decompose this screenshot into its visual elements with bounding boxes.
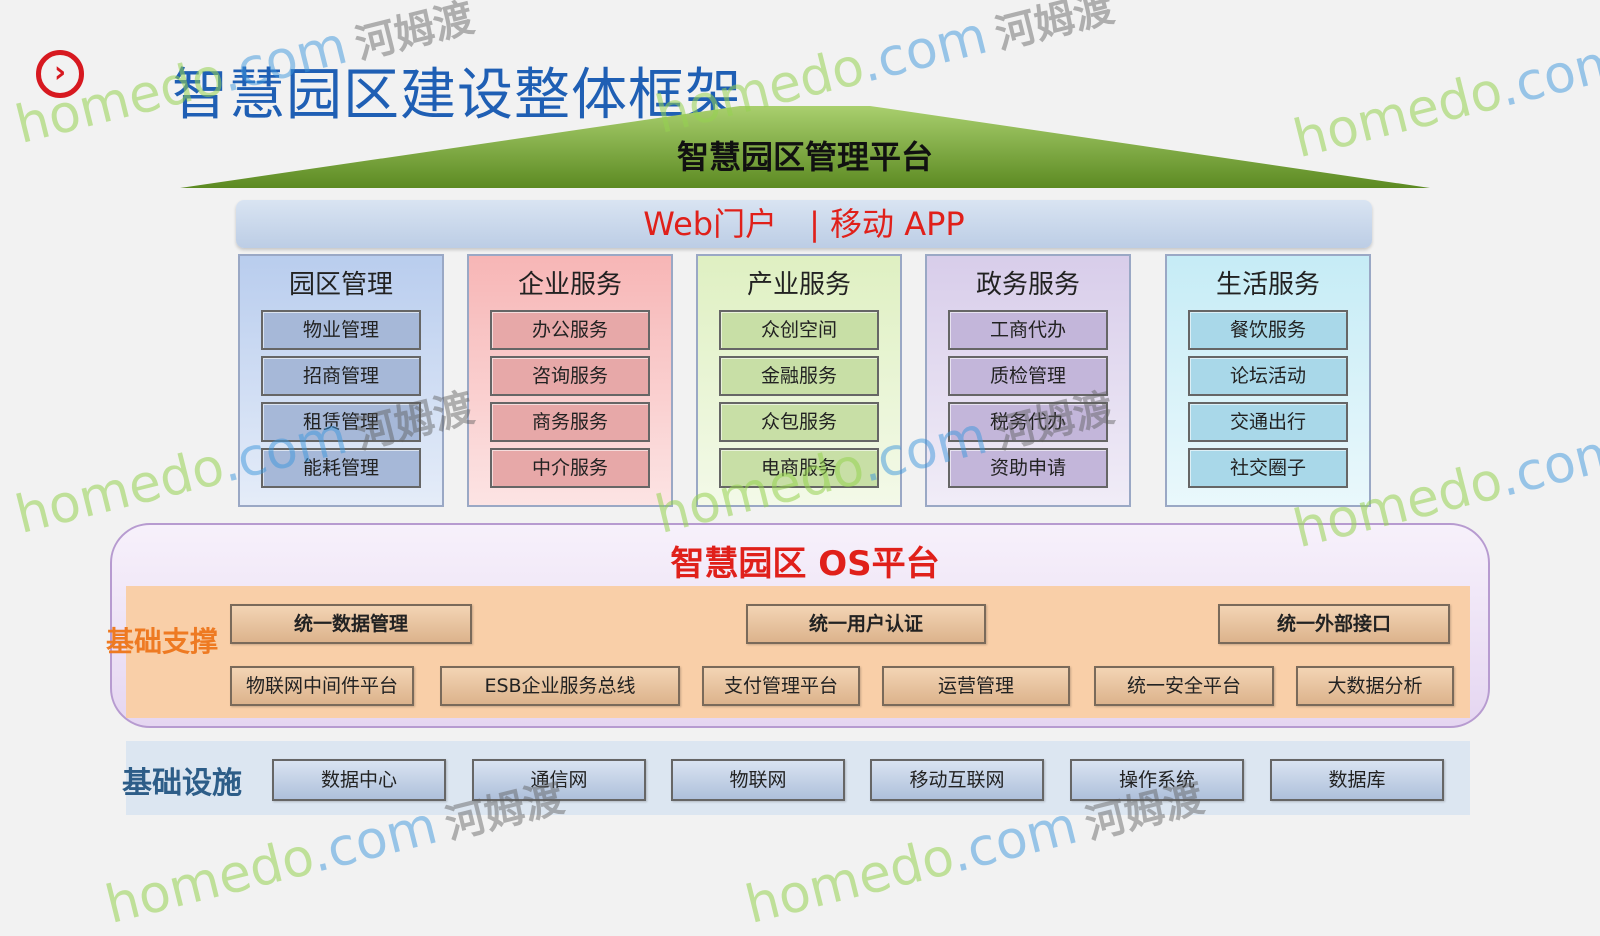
column-life-service: 生活服务 餐饮服务 论坛活动 交通出行 社交圈子 bbox=[1165, 254, 1371, 507]
column-park-management: 园区管理 物业管理 招商管理 租赁管理 能耗管理 bbox=[238, 254, 444, 507]
chevron-right-icon: › bbox=[36, 50, 84, 98]
infra-box: 数据库 bbox=[1270, 759, 1444, 801]
page-title: 智慧园区建设整体框架 bbox=[172, 63, 742, 128]
column-title: 园区管理 bbox=[288, 270, 393, 300]
service-item: 交通出行 bbox=[1188, 402, 1348, 442]
service-item: 咨询服务 bbox=[490, 356, 650, 396]
platform-title: 智慧园区管理平台 bbox=[676, 138, 933, 176]
platform-roof bbox=[180, 106, 1430, 188]
base-support-label: 基础支撑 bbox=[106, 625, 219, 658]
column-title: 产业服务 bbox=[746, 270, 851, 300]
service-item: 众创空间 bbox=[719, 310, 879, 350]
service-item: 物业管理 bbox=[261, 310, 421, 350]
infra-box: 数据中心 bbox=[272, 759, 446, 801]
base-box: 运营管理 bbox=[882, 666, 1070, 706]
service-item: 众包服务 bbox=[719, 402, 879, 442]
portal-bar: Web门户 | 移动 APP bbox=[236, 200, 1372, 248]
service-item: 社交圈子 bbox=[1188, 448, 1348, 488]
service-item: 办公服务 bbox=[490, 310, 650, 350]
base-box: ESB企业服务总线 bbox=[440, 666, 680, 706]
service-item: 中介服务 bbox=[490, 448, 650, 488]
service-item: 电商服务 bbox=[719, 448, 879, 488]
column-government-service: 政务服务 工商代办 质检管理 税务代办 资助申请 bbox=[925, 254, 1131, 507]
column-title: 企业服务 bbox=[517, 270, 622, 300]
column-enterprise-service: 企业服务 办公服务 咨询服务 商务服务 中介服务 bbox=[467, 254, 673, 507]
service-item: 工商代办 bbox=[948, 310, 1108, 350]
base-box-external-interface: 统一外部接口 bbox=[1218, 604, 1450, 644]
service-item: 能耗管理 bbox=[261, 448, 421, 488]
service-item: 资助申请 bbox=[948, 448, 1108, 488]
base-box-data-management: 统一数据管理 bbox=[230, 604, 472, 644]
column-title: 生活服务 bbox=[1215, 270, 1320, 300]
base-box: 统一安全平台 bbox=[1094, 666, 1274, 706]
infra-box: 通信网 bbox=[472, 759, 646, 801]
service-item: 餐饮服务 bbox=[1188, 310, 1348, 350]
infra-box: 移动互联网 bbox=[870, 759, 1044, 801]
infrastructure-label: 基础设施 bbox=[122, 766, 242, 801]
service-item: 商务服务 bbox=[490, 402, 650, 442]
service-item: 金融服务 bbox=[719, 356, 879, 396]
os-platform-title: 智慧园区 OS平台 bbox=[670, 544, 940, 584]
column-industry-service: 产业服务 众创空间 金融服务 众包服务 电商服务 bbox=[696, 254, 902, 507]
service-item: 税务代办 bbox=[948, 402, 1108, 442]
base-box-user-auth: 统一用户认证 bbox=[746, 604, 986, 644]
service-item: 招商管理 bbox=[261, 356, 421, 396]
base-box: 大数据分析 bbox=[1296, 666, 1454, 706]
infra-box: 操作系统 bbox=[1070, 759, 1244, 801]
column-title: 政务服务 bbox=[975, 270, 1080, 300]
infra-box: 物联网 bbox=[671, 759, 845, 801]
service-item: 质检管理 bbox=[948, 356, 1108, 396]
service-item: 论坛活动 bbox=[1188, 356, 1348, 396]
service-item: 租赁管理 bbox=[261, 402, 421, 442]
base-box: 支付管理平台 bbox=[702, 666, 860, 706]
base-box: 物联网中间件平台 bbox=[230, 666, 414, 706]
